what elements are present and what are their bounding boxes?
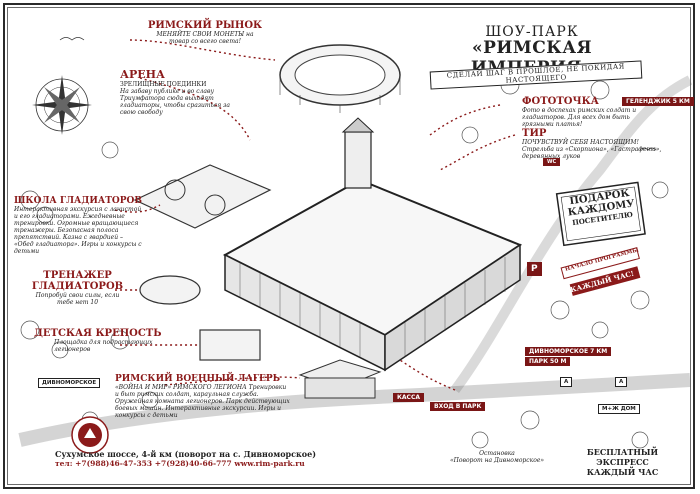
photo-label: ФОТОТОЧКА Фото в доспехах римских солдат… (522, 96, 662, 128)
kassa-sign: КАССА (393, 393, 424, 402)
side-road (450, 75, 693, 393)
park-distance-sign: ПАРК 50 М (525, 357, 571, 366)
school-desc: Интерактивная экскурсия с ланистой и его… (14, 206, 142, 255)
arena-illustration (279, 44, 401, 113)
bus-stop-sign-1: A (560, 377, 573, 387)
parking-sign: P (527, 262, 542, 276)
market-title: РИМСКИЙ РЫНОК (147, 20, 263, 31)
photo-title: ФОТОТОЧКА (522, 96, 599, 107)
compass-rose (32, 75, 92, 135)
outer-frame (3, 3, 695, 489)
divnomorskoe-sign: ДИВНОМОРСКОЕ 7 КМ (525, 347, 612, 356)
school-label: ШКОЛА ГЛАДИАТОРОВ Интерактивная экскурси… (14, 196, 144, 255)
fortress-label: ДЕТСКАЯ КРЕПОСТЬ Площадка для подрастающ… (34, 328, 174, 353)
camp-label: РИМСКИЙ ВОЕННЫЙ ЛАГЕРЬ «ВОЙНА И МИР» РИМ… (115, 374, 290, 419)
school-title: ШКОЛА ГЛАДИАТОРОВ (14, 196, 142, 206)
kids-fortress (199, 329, 261, 361)
camp-houses (298, 359, 382, 399)
birds (59, 37, 657, 151)
trainer-desc: Попробуй свои силы, если тебе нет 10 (35, 292, 120, 306)
toilet-sign: М+Ж ДОМ (598, 404, 640, 414)
arena-desc2: На забаву публике и во славу Триумфатора… (120, 88, 230, 116)
stop-name: «Поворот на Дивноморское» (449, 457, 545, 464)
photo-desc: Фото в доспехах римских солдат и гладиат… (522, 107, 637, 128)
title-line1: ШОУ-ПАРК (485, 24, 579, 40)
arena-label: АРЕНА ЗРЕЛИЩНЫЕ ПОЕДИНКИ На забаву публи… (120, 68, 245, 116)
express-line2: КАЖДЫЙ ЧАС (586, 467, 659, 477)
camp-title: РИМСКИЙ ВОЕННЫЙ ЛАГЕРЬ (115, 374, 281, 384)
express-line1: БЕСПЛАТНЫЙ ЭКСПРЕСС (586, 447, 659, 467)
phones: тел: +7(988)46-47-353 +7(928)40-66-777 w… (55, 459, 305, 468)
arena-desc1: ЗРЕЛИЩНЫЕ ПОЕДИНКИ (120, 81, 207, 88)
trainer-title: ТРЕНАЖЕР ГЛАДИАТОРОВ (31, 270, 124, 292)
divnomorskoe-left-sign: ДИВНОМОРСКОЕ (38, 378, 101, 388)
camp-desc: «ВОЙНА И МИР» РИМСКОГО ЛЕГИОНА Тренировк… (115, 384, 290, 419)
dotted-paths (114, 39, 516, 391)
program-ribbons (560, 247, 641, 296)
express-label: БЕСПЛАТНЫЙ ЭКСПРЕСС КАЖДЫЙ ЧАС (560, 447, 685, 477)
market-desc: МЕНЯЙТЕ СВОИ МОНЕТЫ на товар со всего св… (156, 31, 254, 45)
footer-contacts: Сухумское шоссе, 4-й км (поворот на с. Д… (55, 449, 385, 468)
trainer-label: ТРЕНАЖЕР ГЛАДИАТОРОВ Попробуй свои силы,… (30, 270, 125, 306)
gladiator-school-illustration (133, 164, 272, 229)
stop-label: Остановка (479, 450, 515, 457)
bus-stop-sign-2: A (615, 377, 628, 387)
wc-sign: WC (543, 158, 561, 166)
bus-stop-label: Остановка «Поворот на Дивноморское» (442, 450, 552, 464)
park-emblem (71, 416, 109, 454)
market-label: РИМСКИЙ РЫНОК МЕНЯЙТЕ СВОИ МОНЕТЫ на тов… (130, 20, 280, 45)
shooting-desc: ПОЧУВСТВУЙ СЕБЯ НАСТОЯЩИМ! Стрельба из «… (522, 139, 662, 160)
fortress-desc: Площадка для подрастающих легионеров (54, 339, 153, 353)
watch-tower (344, 131, 372, 189)
gelendzhik-sign: ГЕЛЕНДЖИК 5 КМ (622, 97, 694, 106)
fortress-walls (222, 117, 523, 372)
inner-frame (7, 7, 691, 485)
trainer-ring (139, 275, 201, 305)
gift-stamp-shape (555, 181, 646, 247)
shooting-label: ТИР ПОЧУВСТВУЙ СЕБЯ НАСТОЯЩИМ! Стрельба … (522, 128, 662, 160)
shooting-title: ТИР (522, 128, 547, 139)
entrance-sign: ВХОД В ПАРК (430, 402, 486, 411)
address: Сухумское шоссе, 4-й км (поворот на с. Д… (55, 449, 316, 459)
fortress-title: ДЕТСКАЯ КРЕПОСТЬ (34, 328, 162, 339)
arena-title: АРЕНА (120, 68, 165, 81)
